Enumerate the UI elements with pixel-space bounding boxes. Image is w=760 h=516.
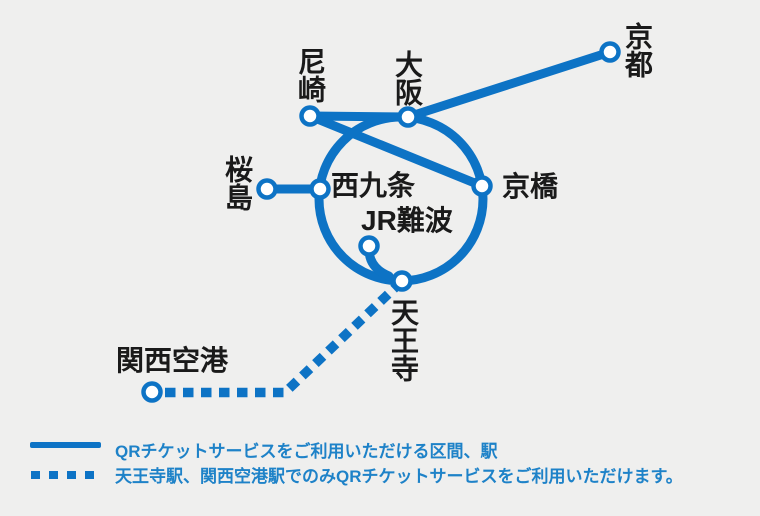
dashed-swatch-square bbox=[31, 471, 40, 479]
station-dot-osaka bbox=[397, 106, 419, 128]
legend-dashed-line-label: 天王寺駅、関西空港駅でのみQRチケットサービスをご利用いただけます。 bbox=[115, 467, 683, 486]
segment-amagasaki-kyobashi bbox=[305, 111, 487, 191]
dashed-swatch-square bbox=[67, 471, 76, 479]
station-dot-kyoto bbox=[599, 41, 621, 63]
station-dot-nishikujo bbox=[309, 178, 331, 200]
dashed-swatch-square bbox=[49, 471, 58, 479]
segment-tennoji-kansai-airport-dashed bbox=[165, 277, 406, 398]
station-dot-amagasaki bbox=[299, 105, 321, 127]
station-dot-jr-namba bbox=[358, 235, 380, 257]
legend-solid-line-swatch bbox=[30, 442, 101, 448]
dashed-swatch-square bbox=[85, 471, 94, 479]
legend-dashed-line-swatch bbox=[31, 471, 94, 479]
station-dot-kyobashi bbox=[471, 175, 493, 197]
station-dot-kansai-airport bbox=[141, 381, 163, 403]
station-dot-tennoji bbox=[391, 270, 413, 292]
segment-osaka-kyoto bbox=[403, 47, 615, 122]
legend-solid-line-label: QRチケットサービスをご利用いただける区間、駅 bbox=[115, 442, 498, 461]
station-dot-sakurajima bbox=[256, 178, 278, 200]
